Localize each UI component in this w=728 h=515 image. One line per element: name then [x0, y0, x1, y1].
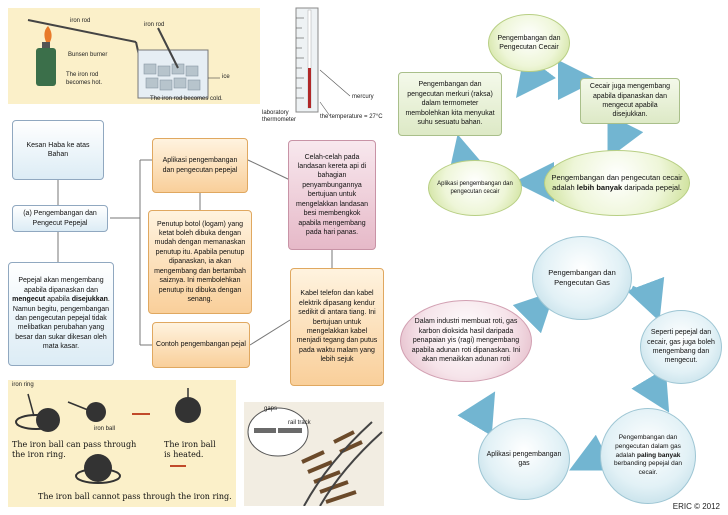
footer-copyright: ERIC © 2012 [672, 502, 720, 511]
node-bottle: Penutup botol (logam) yang ketat boleh d… [148, 210, 252, 314]
photo-iron-rod: iron rod iron rod Bunsen burner The iron… [8, 8, 276, 104]
node-gas-most-text: Pengembangan dan pengecutan dalam gas ad… [607, 434, 689, 478]
text-ball-pass-2: the iron ring. [12, 450, 66, 459]
node-app-gas-text: Aplikasi pengembangan gas [486, 450, 562, 467]
node-liquid-desc-text: Cecair juga mengembang apabila dipanaska… [589, 83, 671, 119]
label-iron-rod-2: iron rod [144, 22, 165, 28]
node-bread-text: Dalam industri membuat roti, gas karbon … [411, 318, 521, 364]
node-gas-like: Seperti pepejal dan cecair, gas juga bol… [640, 310, 722, 384]
arrow-like-most [631, 367, 670, 413]
solid-desc-bold-2: disejukkan [71, 296, 108, 304]
arrow-desc-expand [607, 114, 644, 159]
label-bunsen-burner: Bunsen burner [68, 52, 108, 58]
line-example-cable [249, 319, 291, 346]
node-liquid-title-text: Pengembangan dan Pengecutan Cecair [497, 34, 561, 51]
node-app-gas: Aplikasi pengembangan gas [478, 418, 570, 500]
node-cable-text: Kabel telefon dan kabel elektrik dipasan… [296, 290, 378, 364]
text-ball-heated-2: is heated. [164, 450, 204, 459]
node-solid-desc: Pepejal akan mengembang apabila dipanask… [8, 262, 114, 366]
node-app-solid: Aplikasi pengembangan dan pengecutan pep… [152, 138, 248, 193]
node-rail: Celah-celah pada landasan kereta api di … [288, 140, 376, 250]
node-liquid-expand-text: Pengembangan dan pengecutan cecair adala… [551, 173, 683, 193]
arrow-title-mercury [516, 53, 556, 99]
node-example: Contoh pengembangan pejal [152, 322, 250, 368]
node-app-solid-text: Aplikasi pengembangan dan pengecutan pep… [162, 157, 238, 174]
solid-desc-pre: Pepejal akan mengembang apabila dipanask… [18, 277, 104, 294]
node-root-text: Kesan Haba ke atas Bahan [26, 141, 90, 158]
arrow-app-bread [457, 391, 496, 437]
arrow-expand-app [514, 161, 555, 202]
label-gaps: gaps [264, 406, 278, 412]
iron-rod-illustration [27, 19, 220, 99]
ball-ring-illustration [15, 388, 201, 484]
liquid-expand-pre: Pengembangan dan pengecutan cecair adala… [551, 172, 683, 192]
node-bottle-text: Penutup botol (logam) yang ketat boleh d… [154, 220, 246, 304]
photo-thermometer: mercury laboratory thermometer the tempe… [260, 6, 392, 126]
node-gas-like-text: Seperti pepejal dan cecair, gas juga bol… [647, 329, 715, 365]
label-iron-rod-1: iron rod [70, 18, 91, 24]
text-ball-cannot-pass: The iron ball cannot pass through the ir… [38, 492, 232, 501]
liquid-expand-post: daripada pepejal. [622, 183, 682, 192]
node-app-liquid: Aplikasi pengembangan dan pengecutan cec… [428, 160, 522, 216]
arrow-app-mercury [447, 134, 487, 178]
gas-most-bold: paling banyak [636, 451, 681, 459]
liquid-expand-bold: lebih banyak [576, 183, 623, 192]
label-ice: ice [222, 74, 230, 80]
label-rod-cold: The iron rod becomes cold. [150, 96, 223, 102]
line-app-rail [247, 159, 291, 181]
solid-desc-bold-1: mengecut [12, 296, 46, 304]
node-liquid-title: Pengembangan dan Pengecutan Cecair [488, 14, 570, 72]
photo-ball-ring: iron ring iron ball The iron ball can pa… [8, 380, 236, 507]
node-gas-most: Pengembangan dan pengecutan dalam gas ad… [600, 408, 696, 504]
label-iron-ring: iron ring [12, 382, 34, 388]
text-ball-pass-1: The iron ball can pass through [12, 440, 137, 449]
label-thermometer: thermometer [262, 117, 297, 123]
label-rod-hot-1: The iron rod [66, 72, 99, 78]
node-mercury-text: Pengembangan dan pengecutan merkuri (rak… [405, 81, 495, 127]
label-lab: laboratory [262, 110, 289, 116]
solid-desc-mid: apabila [45, 296, 72, 304]
node-mercury: Pengembangan dan pengecutan merkuri (rak… [398, 72, 502, 136]
node-liquid-expand: Pengembangan dan pengecutan cecair adala… [544, 150, 690, 216]
gas-most-post: berbanding pepejal dan cecair. [614, 460, 682, 477]
node-example-text: Contoh pengembangan pejal [156, 341, 246, 349]
arrow-most-app [569, 434, 614, 471]
label-mercury: mercury [352, 94, 374, 100]
node-solid-title-text: (a) Pengembangan dan Pengecut Pepejal [23, 210, 97, 227]
node-root: Kesan Haba ke atas Bahan [12, 120, 104, 180]
label-temperature: the temperature = 27°C [320, 114, 383, 120]
text-ball-heated-1: The iron ball [164, 440, 216, 449]
node-app-liquid-text: Aplikasi pengembangan dan pengecutan cec… [437, 180, 513, 195]
thermometer-illustration [295, 7, 351, 117]
label-rod-hot-2: becomes hot. [66, 80, 103, 86]
node-gas-title: Pengembangan dan Pengecutan Gas [532, 236, 632, 320]
label-iron-ball: iron ball [94, 426, 116, 432]
node-liquid-desc: Cecair juga mengembang apabila dipanaska… [580, 78, 680, 124]
gas-most-pre: Pengembangan dan pengecutan dalam gas ad… [615, 434, 681, 459]
arrow-gas-like [626, 276, 665, 322]
node-bread: Dalam industri membuat roti, gas karbon … [400, 300, 532, 382]
node-solid-desc-text: Pepejal akan mengembang apabila dipanask… [12, 276, 110, 352]
node-solid-title: (a) Pengembangan dan Pengecut Pepejal [12, 205, 108, 232]
photo-rail-track: gaps rail track [244, 402, 384, 506]
rail-track-illustration [247, 407, 383, 506]
node-cable: Kabel telefon dan kabel elektrik dipasan… [290, 268, 384, 386]
node-rail-text: Celah-celah pada landasan kereta api di … [296, 153, 368, 237]
label-rail-track: rail track [288, 420, 311, 426]
node-gas-title-text: Pengembangan dan Pengecutan Gas [548, 267, 616, 287]
solid-desc-post: . Namun begitu, pengembangan dan pengecu… [12, 296, 110, 351]
